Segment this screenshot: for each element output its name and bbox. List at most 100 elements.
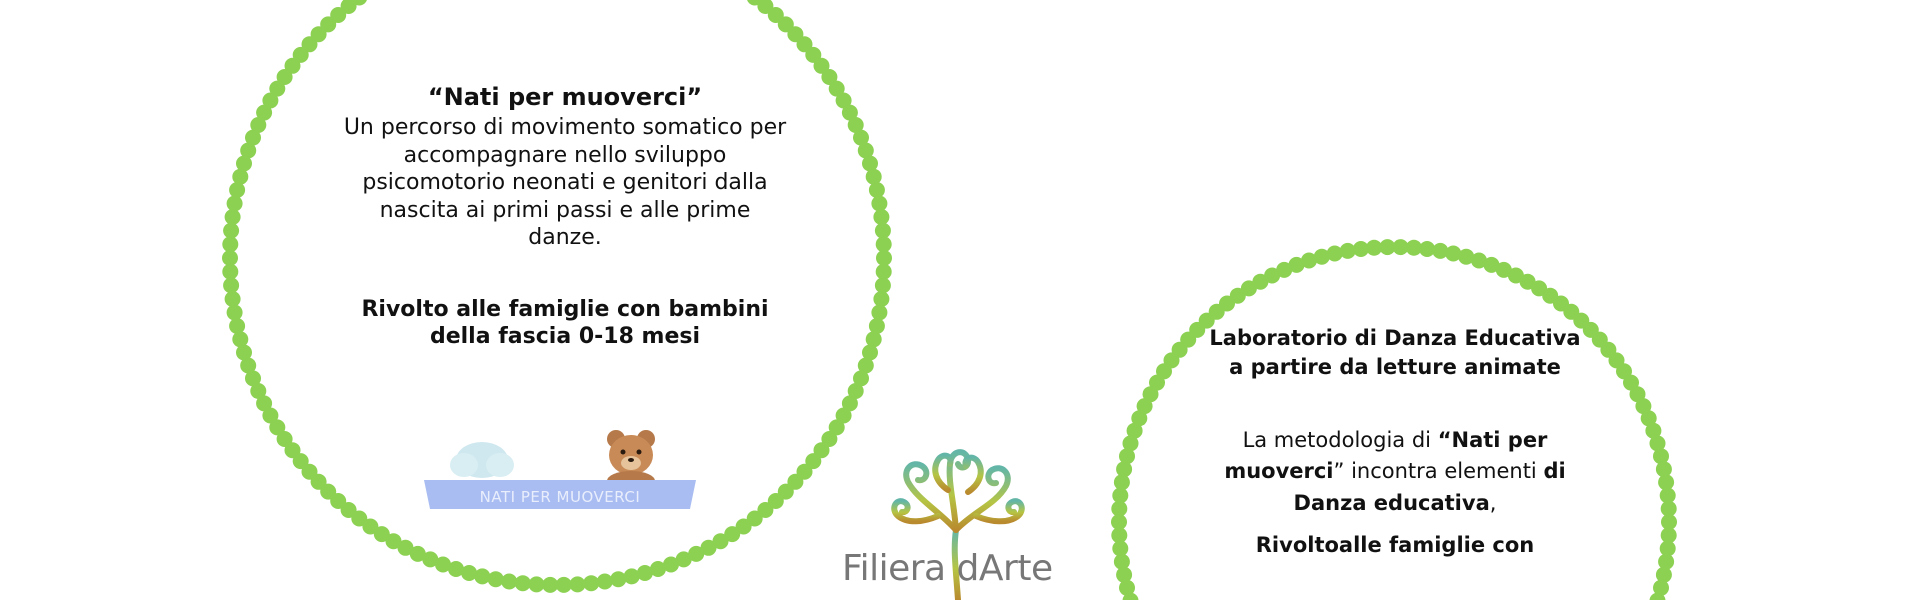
ring-dot [250, 383, 267, 399]
ring-dot [232, 168, 249, 185]
card-right-target: Rivoltoalle famiglie con [1255, 533, 1535, 558]
ring-dot [1432, 242, 1449, 259]
ring-dot [1264, 267, 1281, 284]
ring-dot [857, 142, 874, 159]
ring-dot [232, 331, 249, 348]
ring-dot [422, 551, 439, 568]
ring-dot [1659, 540, 1676, 557]
ring-dot [1658, 553, 1675, 570]
ring-dot [1660, 527, 1677, 544]
card-left-title: “Nati per muoverci” [427, 83, 703, 111]
ring-dot [310, 26, 327, 43]
ring-dot [1122, 435, 1139, 452]
ring-dot [542, 576, 559, 593]
ring-dot [1313, 248, 1330, 265]
ring-dot [1288, 256, 1305, 273]
ring-dot [229, 182, 246, 198]
dotted-circle-left [222, 0, 892, 593]
logo-wordmark: Filiera dArte [842, 548, 1053, 589]
ring-dot [240, 142, 257, 159]
ring-dot [735, 518, 752, 535]
ring-dot [1112, 487, 1129, 504]
ring-dot [828, 80, 845, 97]
ring-dot [256, 104, 273, 121]
ring-dot [1111, 500, 1128, 517]
ring-dot [555, 576, 572, 593]
ring-dot [1629, 386, 1646, 403]
ring-dot [284, 57, 301, 74]
ring-dot [1458, 248, 1475, 265]
ring-dot [813, 57, 830, 74]
ring-dot [724, 526, 741, 543]
ring-dot [821, 69, 838, 85]
ring-dot [746, 510, 763, 527]
ring-dot [1653, 448, 1669, 465]
ring-dot [1352, 241, 1369, 257]
card-right-methodology: La metodologia di “Nati per muoverci” in… [1205, 425, 1585, 520]
ring-dot [362, 518, 379, 535]
ring-dot [1116, 566, 1133, 583]
ring-dot [330, 493, 347, 509]
ring-dot [1113, 553, 1130, 570]
ring-dot [1111, 527, 1128, 544]
ring-dot [712, 533, 729, 550]
ring-dot [847, 117, 864, 133]
ring-dot [1495, 261, 1512, 278]
ring-dot [828, 419, 845, 436]
ring-dot [226, 195, 243, 212]
nati-per-muoverci-badge: NATI PER MUOVERCI [424, 430, 696, 509]
ring-dot [461, 565, 478, 581]
ring-dot [675, 551, 692, 568]
ring-dot [351, 0, 367, 6]
methodology-mid: ” incontra elementi [1333, 459, 1544, 484]
filiera-darte-tree-logo [891, 449, 1025, 600]
ring-dot [1119, 579, 1135, 596]
ring-dot [320, 483, 337, 500]
ring-dot [1655, 461, 1672, 478]
ring-dot [862, 155, 878, 172]
ring-dot [841, 395, 858, 412]
ring-dot [236, 344, 252, 361]
ring-dot [1301, 252, 1317, 269]
ring-dot [865, 168, 882, 185]
ring-dot [292, 453, 309, 470]
ring-dot [1660, 500, 1677, 517]
methodology-prefix: La metodologia di [1242, 427, 1438, 452]
ring-dot [767, 493, 784, 509]
ring-dot [1392, 239, 1409, 256]
ring-dot [1419, 241, 1436, 257]
ring-dot [796, 36, 813, 53]
ring-dot [757, 502, 774, 518]
ring-dot [223, 222, 240, 239]
ring-dot [1339, 242, 1356, 259]
ring-dot [1405, 239, 1422, 256]
ring-dot [871, 195, 888, 212]
ring-dot [1635, 398, 1652, 415]
ring-dot [409, 545, 426, 562]
ring-dot [875, 263, 892, 280]
ring-dot [1276, 261, 1293, 278]
ring-dot [269, 80, 286, 97]
ring-dot [650, 561, 666, 577]
ring-dot [240, 357, 257, 374]
ring-dot [1116, 461, 1133, 478]
ring-dot [487, 571, 504, 588]
ring-dot [862, 344, 878, 361]
ring-dot [373, 526, 390, 543]
ring-dot [397, 539, 414, 556]
ring-dot [875, 236, 892, 253]
ring-dot [292, 46, 309, 63]
ring-dot [528, 576, 545, 593]
card-left-target: Rivolto alle famiglie con bambini della … [361, 296, 769, 350]
ring-dot [448, 561, 464, 577]
ring-dot [385, 533, 402, 550]
ring-dot [269, 419, 286, 436]
ring-dot [610, 571, 627, 588]
ring-dot [1326, 245, 1343, 262]
ring-dot [276, 69, 293, 85]
ring-dot [1645, 422, 1662, 439]
ring-dot [1126, 422, 1143, 439]
ring-dot [223, 277, 240, 294]
ring-dot [245, 129, 261, 146]
